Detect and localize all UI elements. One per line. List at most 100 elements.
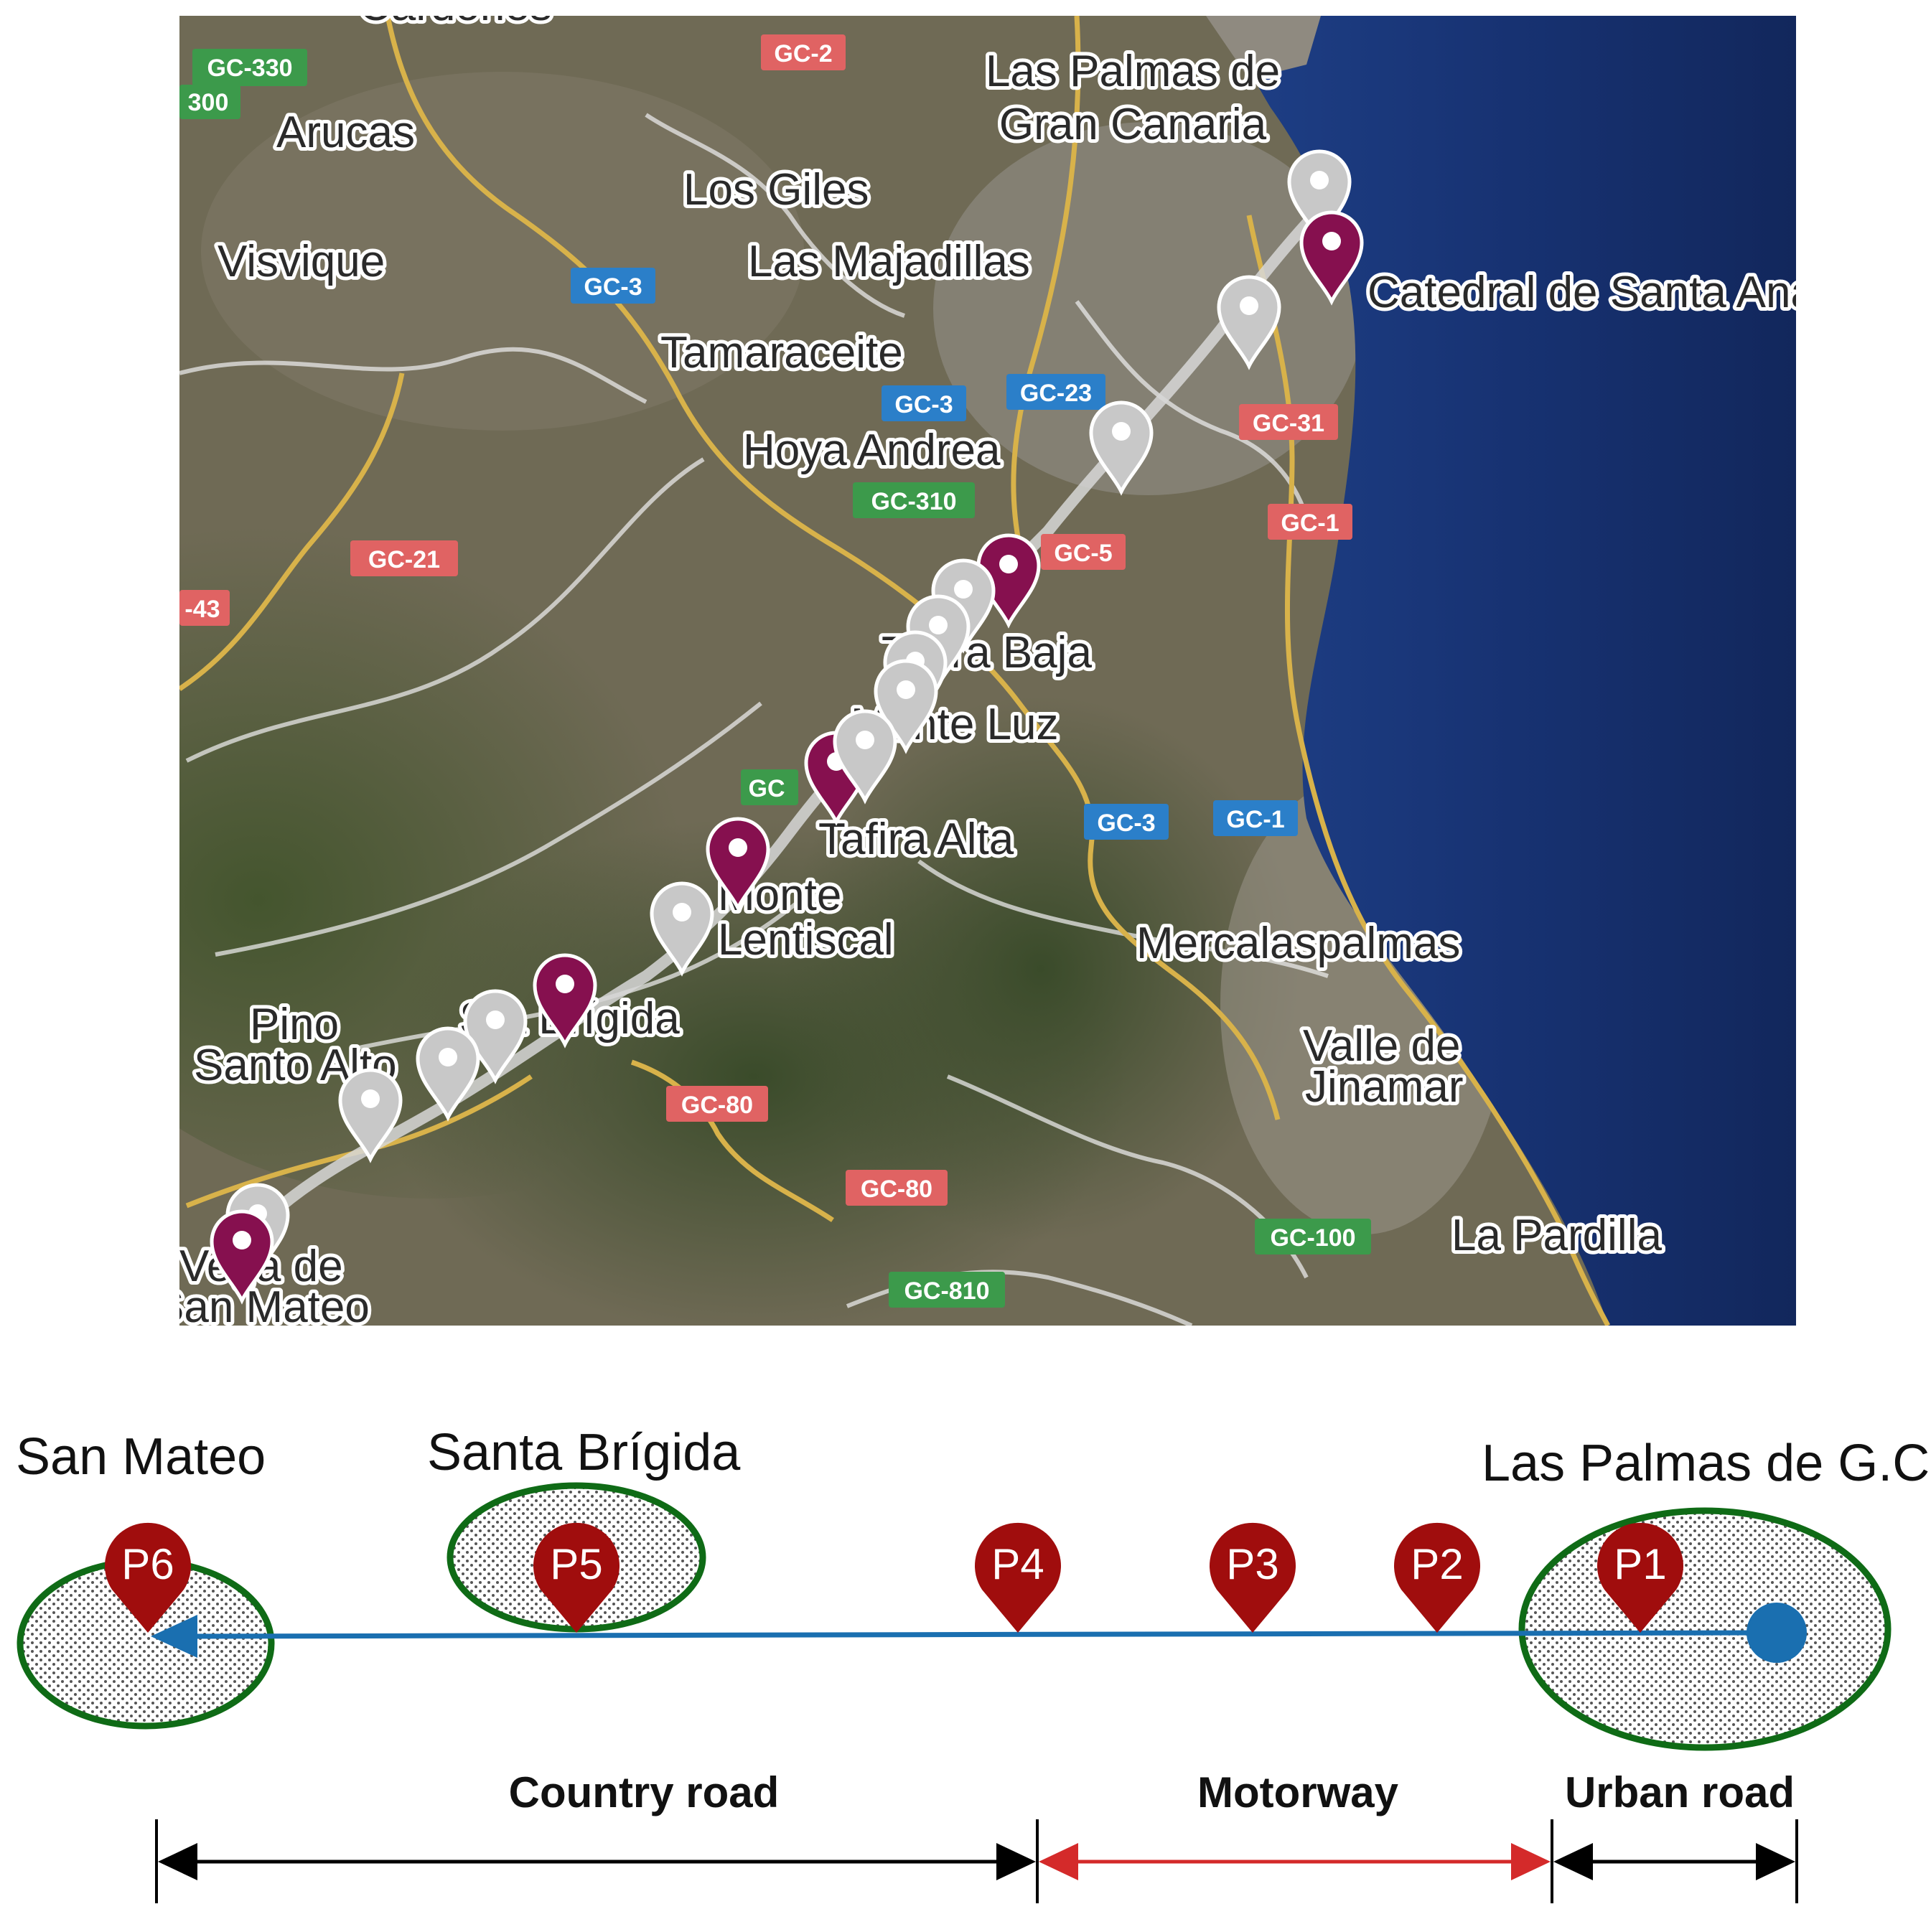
diagram-markers: P6 P5 P4 P3 P2 P1	[104, 1522, 1684, 1633]
segment-label: Country road	[509, 1768, 780, 1816]
road-badge: GC-1	[1213, 800, 1298, 836]
svg-text:GC-5: GC-5	[1054, 540, 1112, 567]
harbour	[1206, 16, 1321, 79]
svg-text:GC-3: GC-3	[584, 273, 642, 301]
town-label-san-mateo: San Mateo	[16, 1428, 266, 1486]
svg-text:GC-2: GC-2	[774, 40, 832, 67]
sea	[1228, 16, 1796, 1326]
map-label: Mercalaspalmas	[1136, 919, 1460, 968]
map-pin[interactable]	[650, 881, 714, 977]
town-label-las-palmas: Las Palmas de G.C.	[1482, 1435, 1931, 1492]
map-label: Tafira Alta	[818, 815, 1014, 864]
map-pin-highlighted[interactable]	[976, 533, 1041, 629]
svg-text:GC-31: GC-31	[1253, 410, 1324, 437]
map-label: Lentiscal	[718, 915, 894, 965]
map-pin-highlighted[interactable]	[706, 817, 770, 912]
map-pin[interactable]	[338, 1068, 403, 1163]
svg-text:GC-21: GC-21	[368, 546, 440, 573]
segment-urban-road: Urban road	[1553, 1768, 1795, 1880]
map-pin[interactable]	[1089, 400, 1154, 496]
point-label: P6	[121, 1540, 174, 1588]
map-pin[interactable]	[874, 659, 938, 754]
svg-text:GC-310: GC-310	[871, 488, 956, 515]
point-marker-p2: P2	[1393, 1522, 1480, 1633]
road-badge: -43	[179, 590, 230, 626]
svg-text:GC-1: GC-1	[1281, 510, 1339, 537]
road-badge: GC-810	[889, 1272, 1005, 1308]
svg-text:GC-23: GC-23	[1020, 380, 1092, 407]
terrain-shade	[201, 72, 804, 431]
svg-text:GC-1: GC-1	[1226, 806, 1284, 833]
road-badge: GC-21	[350, 540, 458, 576]
zone-ring-las-palmas	[1518, 1507, 1892, 1751]
road-badge: GC-3	[571, 268, 655, 304]
map-label: Tamaraceite	[660, 328, 903, 378]
road-badge: GC-5	[1041, 534, 1126, 570]
road-badge: GC-80	[666, 1086, 768, 1122]
svg-text:300: 300	[188, 89, 229, 116]
point-label: P5	[550, 1540, 602, 1588]
map-label: Pino	[250, 1000, 339, 1049]
map-label-city: Las Palmas de	[986, 47, 1280, 96]
road-badge: GC	[741, 769, 798, 805]
svg-text:GC-3: GC-3	[894, 391, 953, 418]
map-pin[interactable]	[833, 709, 897, 805]
road-badge: 300	[179, 85, 240, 119]
map-label: Valle de	[1303, 1021, 1460, 1071]
road-badge: GC-3	[1084, 804, 1169, 840]
map-pin[interactable]	[416, 1026, 480, 1122]
road-badge: GC-100	[1255, 1219, 1371, 1255]
map-label: Catedral de Santa Ana	[1367, 268, 1815, 317]
map-pin[interactable]	[1287, 149, 1352, 245]
route-diagram: San Mateo Santa Brígida Las Palmas de G.…	[16, 1424, 1931, 1903]
segment-label: Urban road	[1565, 1768, 1795, 1816]
svg-text:GC-100: GC-100	[1270, 1224, 1355, 1252]
segment-label: Motorway	[1197, 1768, 1399, 1816]
town-label-santa-brigida: Santa Brígida	[427, 1424, 741, 1481]
trip-origin-dot	[1747, 1603, 1807, 1663]
map-pin-highlighted[interactable]	[210, 1209, 274, 1305]
map-label: Jinamar	[1305, 1062, 1464, 1112]
point-label: P2	[1411, 1540, 1463, 1588]
map-label: Arucas	[276, 108, 415, 157]
road-badge: GC-31	[1239, 404, 1338, 440]
segment-motorway: Motorway	[1039, 1768, 1551, 1880]
svg-text:GC-3: GC-3	[1097, 810, 1155, 837]
svg-text:GC-330: GC-330	[207, 55, 292, 82]
svg-text:GC-810: GC-810	[904, 1277, 989, 1305]
terrain-shade	[782, 696, 1299, 1242]
point-marker-p1: P1	[1597, 1522, 1684, 1633]
road-badge: GC-3	[882, 385, 966, 421]
map-label-city: Gran Canaria	[999, 100, 1267, 149]
map-label: La Pardilla	[1451, 1211, 1662, 1260]
point-marker-p6: P6	[104, 1522, 192, 1633]
map-label: Hoya Andrea	[743, 426, 1001, 475]
point-label: P4	[991, 1540, 1044, 1588]
map-label: Visvique	[218, 237, 385, 286]
road-badge: GC-80	[846, 1170, 948, 1206]
map-label: Cardones	[359, 0, 552, 30]
road-badge: GC-23	[1006, 374, 1105, 410]
map-label: San Mateo	[154, 1282, 370, 1332]
road-badge: GC-2	[761, 34, 846, 70]
map-label: Las Majadillas	[748, 237, 1030, 286]
road-badge: GC-1	[1268, 504, 1352, 540]
segment-country-road: Country road	[158, 1768, 1036, 1880]
trip-arrowhead	[151, 1615, 197, 1658]
map-pin-highlighted[interactable]	[1299, 210, 1364, 306]
trip-line	[187, 1630, 1777, 1639]
satellite-map[interactable]: Las Palmas de Gran Canaria Cardones Aruc…	[0, 0, 1815, 1335]
svg-text:GC: GC	[749, 775, 785, 802]
point-label: P3	[1226, 1540, 1278, 1588]
road-badge: GC-330	[192, 49, 307, 86]
road-badge: GC-310	[853, 482, 975, 518]
svg-text:GC-80: GC-80	[861, 1176, 932, 1203]
point-marker-p5: P5	[533, 1522, 619, 1633]
map-pin[interactable]	[1217, 275, 1281, 370]
point-marker-p4: P4	[975, 1522, 1062, 1633]
map-markers	[210, 149, 1364, 1305]
map-pin-highlighted[interactable]	[533, 953, 597, 1049]
minor-roads	[179, 113, 1329, 1326]
svg-text:-43: -43	[184, 596, 220, 623]
